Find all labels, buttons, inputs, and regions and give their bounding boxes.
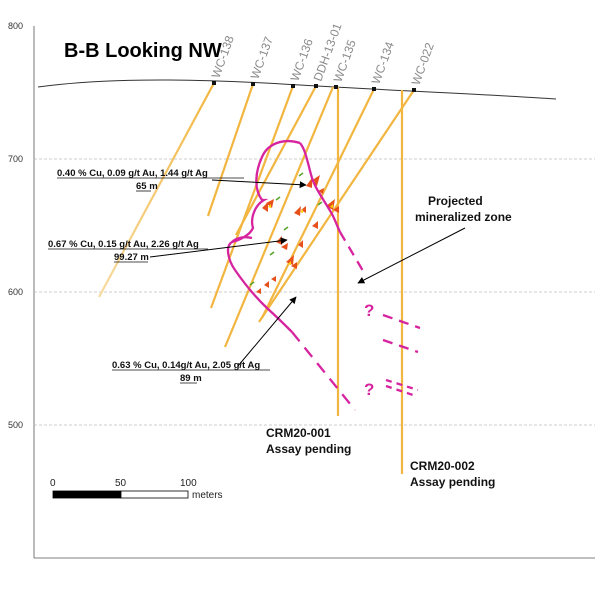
projected-dash-right-2 [382,338,419,354]
projected-dash-right-4 [385,384,417,398]
drill-traces [98,82,415,474]
assay-annotation-3: 0.63 % Cu, 0.14g/t Au, 2.05 g/t Ag 89 m [112,296,297,384]
elevation-gridlines [34,158,595,426]
collar-markers [212,81,416,92]
projected-zone-label-line1: Projected [428,194,483,208]
projected-zone-label-line2: mineralized zone [415,210,512,224]
projected-dash-right-3 [385,378,419,392]
projected-zone-dashes [291,231,421,411]
scale-tick-100: 100 [180,478,197,489]
drill-trace-wc-138 [98,82,215,298]
assay-3-arrow [237,296,297,367]
scale-segment-black [52,490,122,499]
assay-bars-lower [256,240,303,294]
assay-1-length: 65 m [136,181,158,192]
hole-label-wc-022: WC-022 [409,41,437,87]
collar-wc-136 [291,84,295,88]
drill-trace-wc-136 [209,85,295,309]
section-title: B-B Looking NW [64,40,222,62]
assay-1-grades: 0.40 % Cu, 0.09 g/t Au, 1.44 g/t Ag [57,168,208,179]
pending-hole-note-1: CRM20-001 Assay pending [266,426,351,456]
question-mark-upper: ? [364,301,374,320]
crm20-002-name: CRM20-002 [410,459,475,473]
mineralized-zone-outline [226,139,342,333]
collar-wc-135 [334,85,338,89]
pending-hole-note-2: CRM20-002 Assay pending [410,459,495,489]
elevation-label-600: 600 [8,287,23,297]
crm20-001-name: CRM20-001 [266,426,331,440]
scale-segment-white [120,490,189,499]
assay-3-length: 89 m [180,373,202,384]
scale-tick-50: 50 [115,478,127,489]
drill-hole-labels: WC-138 WC-137 WC-136 DDH-13-01 WC-135 WC… [209,21,437,87]
assay-3-grades: 0.63 % Cu, 0.14g/t Au, 2.05 g/t Ag [112,360,260,371]
assay-annotation-1: 0.40 % Cu, 0.09 g/t Au, 1.44 g/t Ag 65 m [57,168,307,192]
scale-tick-0: 0 [50,478,56,489]
assay-bars-upper [262,175,324,212]
elevation-label-700: 700 [8,154,23,164]
elevation-label-500: 500 [8,420,23,430]
collar-wc-137 [251,82,255,86]
collar-ddh-13-01 [314,84,318,88]
hole-label-wc-134: WC-134 [369,40,397,86]
collar-wc-022 [412,88,416,92]
projected-zone-arrow [357,227,466,284]
elevation-labels: 800 700 600 500 [8,21,23,430]
projected-dash-upper [339,231,367,277]
assay-annotation-2: 0.67 % Cu, 0.15 g/t Au, 2.26 g/t Ag 99.2… [48,237,288,263]
topography-surface [37,79,557,100]
scale-bar: 0 50 100 meters [50,478,223,501]
projected-zone-note: Projected mineralized zone [357,194,512,284]
projected-dash-lower [291,331,356,411]
assay-green-ticks [249,172,323,286]
scale-unit: meters [192,490,223,501]
projected-dash-right-1 [382,313,421,330]
drill-trace-wc-137 [206,83,255,217]
drill-trace-wc-135 [223,86,335,348]
question-mark-lower: ? [364,380,374,399]
assay-bars-middle [276,199,339,250]
collar-wc-134 [372,87,376,91]
collar-wc-138 [212,81,216,85]
assay-2-arrow [149,237,288,258]
assay-bars [249,172,339,294]
hole-label-wc-137: WC-137 [248,35,276,81]
assay-2-grades: 0.67 % Cu, 0.15 g/t Au, 2.26 g/t Ag [48,239,199,250]
assay-1-arrow [211,179,307,189]
drill-trace-ddh-13-01 [235,85,317,236]
crm20-001-status: Assay pending [266,442,351,456]
crm20-002-status: Assay pending [410,475,495,489]
elevation-label-800: 800 [8,21,23,31]
assay-2-length: 99.27 m [114,252,149,263]
drill-trace-wc-022 [258,89,415,323]
drill-trace-wc-134 [261,88,375,319]
